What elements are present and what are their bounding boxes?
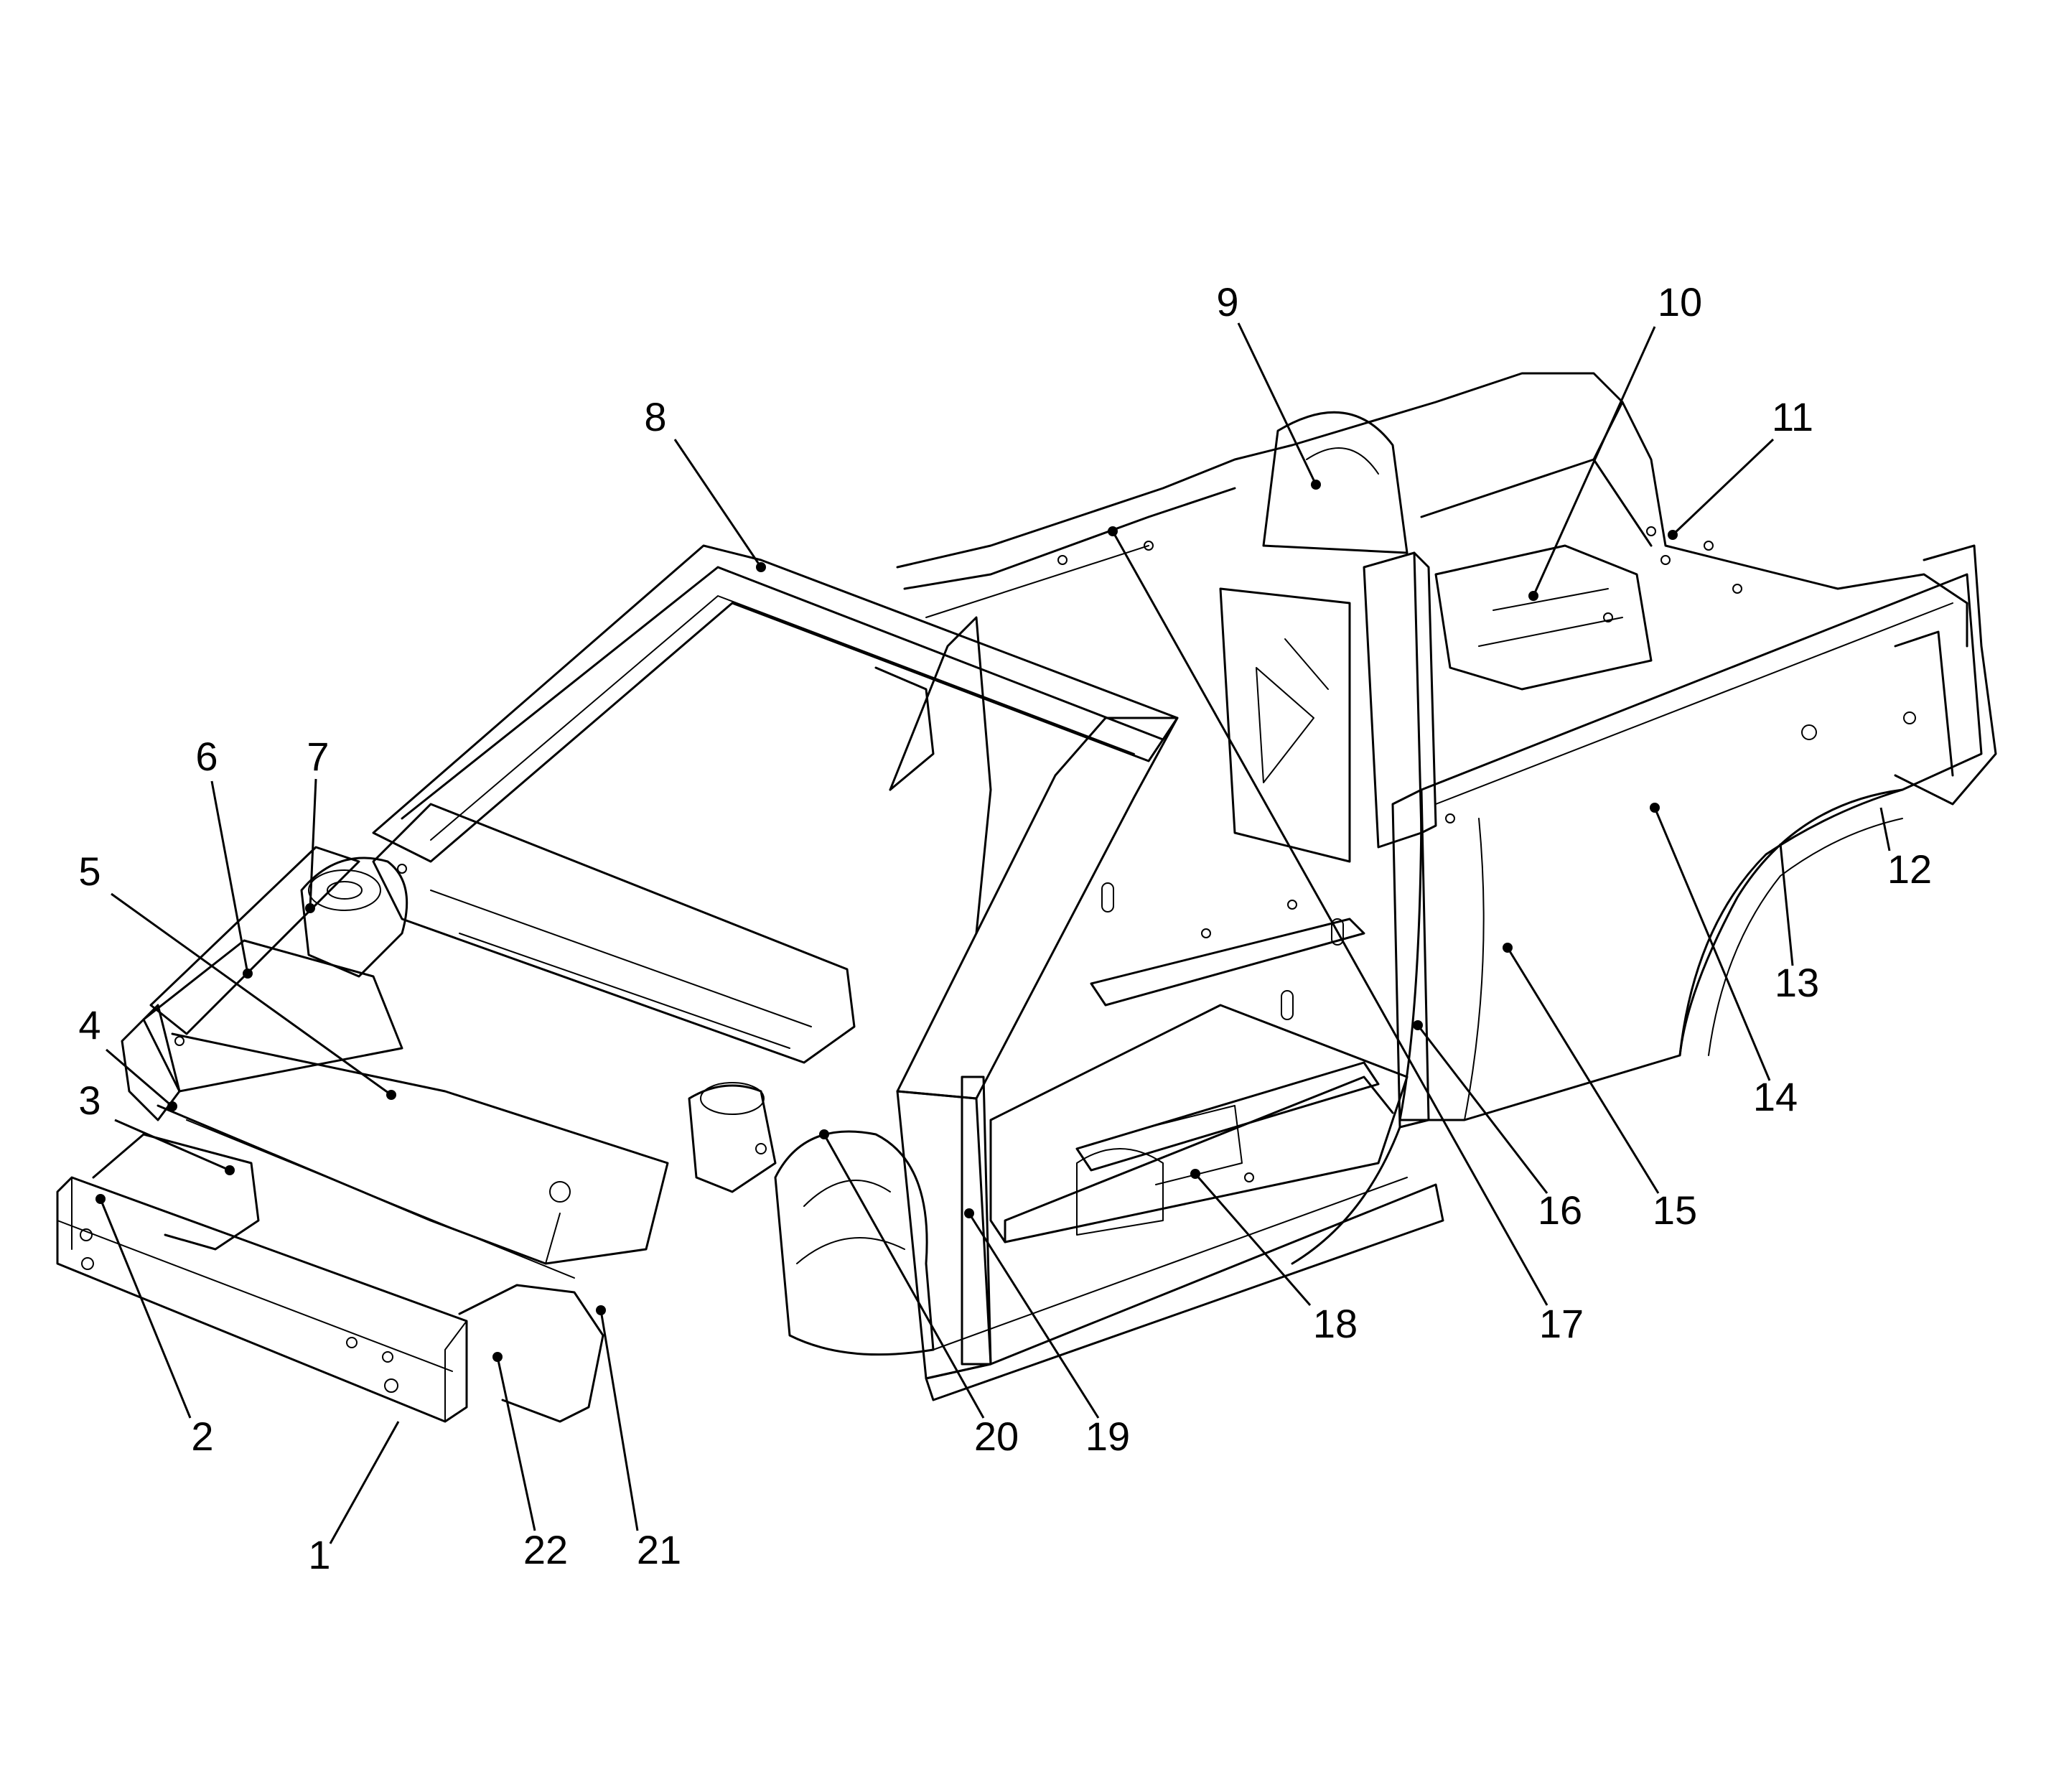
callout-label: 18 (1313, 1301, 1358, 1346)
callout-label: 14 (1753, 1074, 1798, 1119)
callout-7: 7 (305, 734, 330, 913)
callout-17: 17 (1108, 526, 1584, 1346)
callout-10: 10 (1528, 279, 1702, 601)
callout-label: 11 (1772, 394, 1813, 439)
callout-label: 12 (1887, 846, 1932, 892)
callout-label: 9 (1216, 279, 1238, 325)
callout-8: 8 (644, 394, 766, 572)
callout-label: 10 (1658, 279, 1702, 325)
callout-label: 6 (195, 734, 218, 779)
callout-19: 19 (964, 1208, 1130, 1459)
callout-9: 9 (1216, 279, 1321, 490)
callout-label: 7 (307, 734, 329, 779)
callout-label: 13 (1775, 960, 1819, 1005)
callout-label: 19 (1085, 1414, 1130, 1459)
callout-label: 16 (1538, 1187, 1582, 1233)
callout-label: 21 (637, 1527, 681, 1572)
callout-6: 6 (195, 734, 253, 979)
callout-label: 3 (78, 1078, 101, 1123)
callout-5: 5 (78, 849, 396, 1100)
callout-16: 16 (1413, 1020, 1582, 1233)
callout-label: 5 (78, 849, 101, 894)
callout-18: 18 (1190, 1169, 1358, 1346)
callout-2: 2 (95, 1194, 214, 1459)
callout-1: 1 (308, 1421, 400, 1577)
callout-22: 22 (492, 1352, 568, 1572)
callout-label: 22 (523, 1527, 568, 1572)
callout-label: 1 (308, 1532, 330, 1577)
callout-12: 12 (1879, 807, 1932, 892)
callout-11: 11 (1668, 394, 1813, 540)
callout-4: 4 (78, 1002, 177, 1111)
callout-label: 4 (78, 1002, 101, 1047)
vehicle-body-illustration (56, 372, 1997, 1423)
callout-label: 20 (974, 1414, 1019, 1459)
callout-3: 3 (78, 1078, 235, 1175)
callout-21: 21 (596, 1305, 681, 1572)
callout-label: 2 (191, 1414, 213, 1459)
callout-label: 15 (1653, 1187, 1697, 1233)
callout-14: 14 (1650, 803, 1798, 1119)
callout-13: 13 (1775, 843, 1819, 1005)
callout-label: 17 (1539, 1301, 1584, 1346)
callout-15: 15 (1503, 943, 1697, 1233)
callout-label: 8 (644, 394, 666, 439)
callout-20: 20 (819, 1129, 1019, 1459)
